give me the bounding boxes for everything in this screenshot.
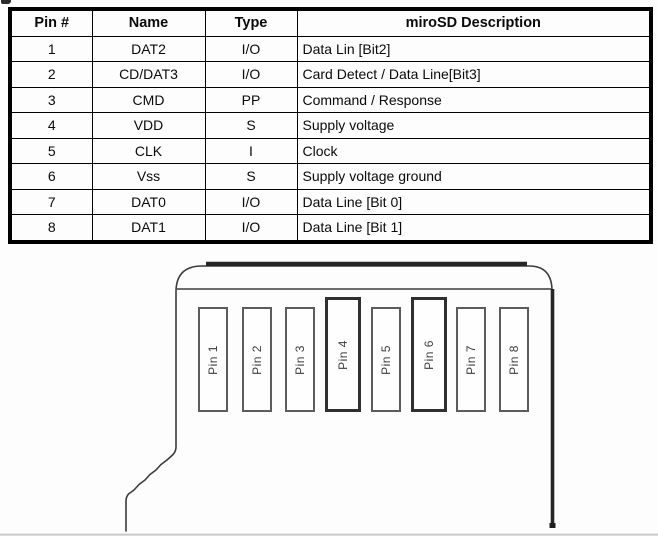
pin-label: Pin 6: [421, 339, 436, 370]
pin-4: Pin 4: [325, 297, 361, 412]
table-cell: Clock: [296, 137, 652, 164]
table-cell: Command / Response: [296, 86, 652, 113]
table-cell: Supply voltage: [296, 112, 652, 139]
table-cell: 3: [9, 86, 93, 113]
pin-2: Pin 2: [242, 307, 272, 412]
table-cell: CMD: [91, 86, 206, 113]
column-header-pin-number: Pin #: [9, 8, 93, 37]
table-cell: Data Lin [Bit2]: [296, 35, 652, 62]
table-cell: Data Line [Bit 1]: [296, 214, 652, 242]
table-cell: 4: [9, 112, 93, 139]
column-header-name: Name: [91, 8, 206, 37]
pin-label: Pin 3: [293, 344, 308, 375]
pin-label: Pin 2: [250, 344, 265, 375]
table-cell: DAT1: [91, 214, 206, 242]
card-right-edge-end: [549, 523, 556, 528]
pin-label: Pin 5: [379, 344, 394, 375]
pin-6: Pin 6: [411, 297, 447, 412]
pin-label: Pin 8: [507, 344, 522, 375]
table-cell: I/O: [204, 214, 298, 242]
pin-7: Pin 7: [456, 307, 486, 412]
table-cell: Card Detect / Data Line[Bit3]: [296, 61, 652, 88]
card-outline: [125, 265, 553, 532]
pin-label: Pin 7: [464, 344, 479, 375]
pin-label: Pin 4: [335, 339, 350, 370]
table-cell: S: [204, 112, 298, 139]
table-cell: CD/DAT3: [91, 61, 206, 88]
pin-5: Pin 5: [371, 307, 401, 412]
pin-3: Pin 3: [285, 307, 315, 412]
table-header-row: Pin # Name Type miroSD Description: [9, 8, 652, 37]
pin-label: Pin 1: [206, 344, 221, 375]
cropped-text-fragment: [1, 0, 11, 4]
table-cell: I/O: [204, 35, 298, 62]
pin-1: Pin 1: [198, 307, 228, 412]
table-cell: 8: [9, 214, 93, 242]
column-header-type: Type: [204, 8, 298, 37]
table-cell: CLK: [91, 137, 206, 164]
table-cell: PP: [204, 86, 298, 113]
column-header-description: miroSD Description: [296, 8, 652, 37]
pin-8: Pin 8: [499, 307, 529, 412]
table-cell: DAT2: [91, 35, 206, 62]
